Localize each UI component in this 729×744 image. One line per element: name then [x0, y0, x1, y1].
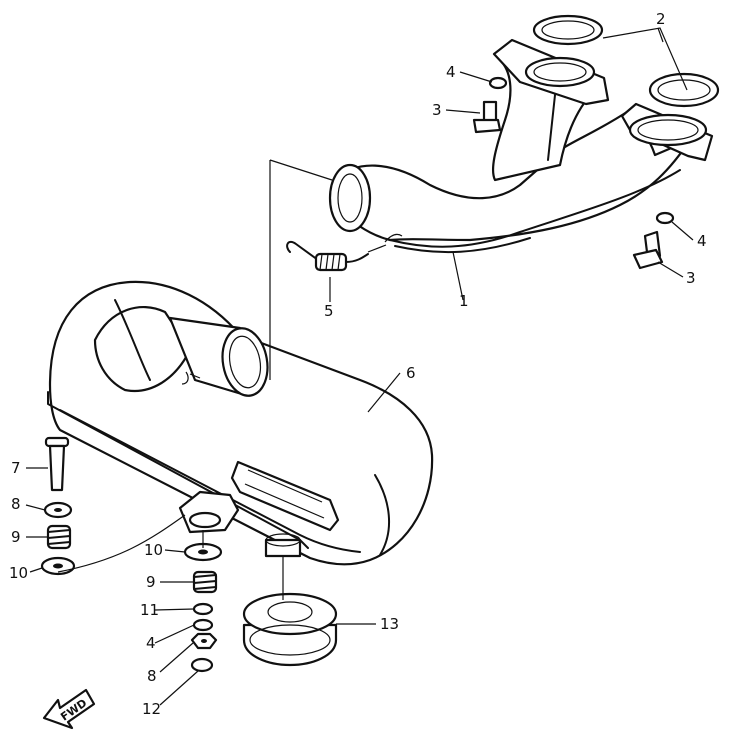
callout-7: 7 — [11, 459, 21, 477]
gasket-lower — [648, 72, 720, 108]
callout-leaders — [25, 27, 694, 706]
callout-1: 1 — [459, 292, 469, 310]
washer-upper — [488, 76, 508, 90]
callout-9-left: 9 — [11, 528, 21, 546]
callout-2: 2 — [656, 10, 666, 28]
nut-8 — [190, 632, 218, 650]
spring-9-right — [192, 570, 218, 594]
callout-10-right: 10 — [144, 541, 163, 559]
spring-9-left — [46, 524, 72, 550]
callout-4-upper: 4 — [446, 63, 456, 81]
washer-8-left — [43, 501, 73, 519]
gasket-upper — [532, 14, 604, 46]
bolt-upper — [472, 100, 502, 134]
muffler — [47, 280, 434, 566]
callout-3-lower: 3 — [686, 269, 696, 287]
callout-10-left: 10 — [9, 564, 28, 582]
washer-11 — [192, 602, 214, 616]
callout-3-upper: 3 — [432, 101, 442, 119]
callout-5: 5 — [324, 302, 334, 320]
forward-arrow-icon: FWD — [42, 688, 96, 730]
rubber-damper — [242, 592, 338, 667]
washer-lower — [655, 211, 675, 225]
callout-8-left: 8 — [11, 495, 21, 513]
callout-labels: 1 2 3 3 4 4 4 5 6 7 8 8 9 9 10 10 11 12 … — [9, 10, 707, 718]
callout-12: 12 — [142, 700, 161, 718]
callout-4-mid: 4 — [146, 634, 156, 652]
callout-8-right: 8 — [147, 667, 157, 685]
callout-4-lower: 4 — [697, 232, 707, 250]
spring-hook — [286, 240, 369, 272]
callout-9-right: 9 — [146, 573, 156, 591]
washer-12 — [190, 657, 214, 673]
callout-6: 6 — [406, 364, 416, 382]
mount-bolt — [44, 436, 70, 492]
washer-4-mid — [192, 618, 214, 632]
callout-13: 13 — [380, 615, 399, 633]
bolt-lower — [632, 230, 664, 270]
assembly-lines — [57, 159, 387, 600]
callout-11: 11 — [140, 601, 159, 619]
exhaust-pipe — [328, 38, 714, 254]
